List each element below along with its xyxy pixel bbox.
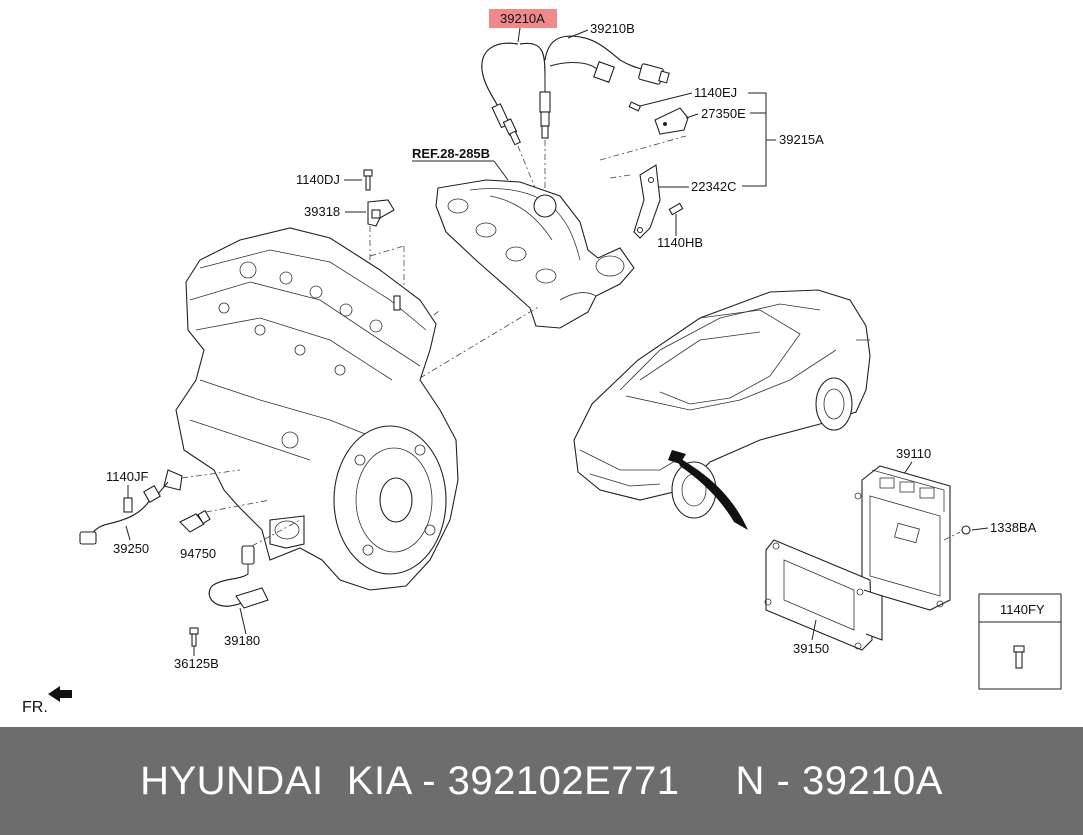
sensor-94750[interactable] [179, 509, 211, 533]
label-39110: 39110 [896, 446, 931, 461]
label-39150: 39150 [793, 641, 829, 656]
label-1338BA: 1338BA [990, 520, 1037, 535]
label-1140EJ: 1140EJ [694, 85, 737, 100]
ecu-39110[interactable] [854, 465, 951, 611]
parts-diagram: 39210A 39210B 1140EJ 27350E 39215A 22342… [22, 9, 1062, 716]
label-39210B: 39210B [590, 21, 635, 36]
bracket-assembly[interactable] [628, 101, 689, 239]
car-illustration [573, 289, 871, 530]
label-39318: 39318 [304, 204, 340, 219]
label-1140FY: 1140FY [1000, 602, 1045, 617]
bracket-39150[interactable] [764, 539, 883, 651]
inset-box-1140FY [978, 593, 1062, 690]
front-indicator: FR. [22, 699, 48, 716]
sensor-39318[interactable] [367, 199, 395, 227]
highlight-box [489, 9, 557, 28]
label-39250: 39250 [113, 541, 149, 556]
bolt-1140DJ[interactable] [363, 169, 373, 191]
label-27350E: 27350E [701, 106, 746, 121]
label-22342C: 22342C [691, 179, 737, 194]
label-39180: 39180 [224, 633, 260, 648]
footer-code: N - 39210A [735, 758, 943, 803]
bolt-36125B[interactable] [189, 627, 199, 647]
footer-banner: HYUNDAI KIA - 392102E771 N - 39210A [0, 727, 1083, 835]
sensor-39180[interactable] [208, 545, 269, 609]
engine-block [175, 227, 459, 591]
footer-brand-part: HYUNDAI KIA - 392102E771 [140, 758, 680, 803]
exhaust-manifold[interactable] [435, 179, 635, 329]
label-39215A: 39215A [779, 132, 824, 147]
label-ref: REF.28-285B [412, 146, 490, 161]
label-39210A: 39210A [500, 11, 545, 26]
front-arrow-icon [48, 686, 72, 702]
label-94750: 94750 [180, 546, 216, 561]
label-1140JF: 1140JF [106, 469, 148, 484]
label-1140HB: 1140HB [657, 235, 703, 250]
label-36125B: 36125B [174, 656, 219, 671]
label-1140DJ: 1140DJ [296, 172, 340, 187]
sensor-39250[interactable] [79, 469, 183, 545]
oxygen-sensor-assembly[interactable] [481, 35, 670, 146]
nut-1338BA[interactable] [961, 525, 971, 535]
